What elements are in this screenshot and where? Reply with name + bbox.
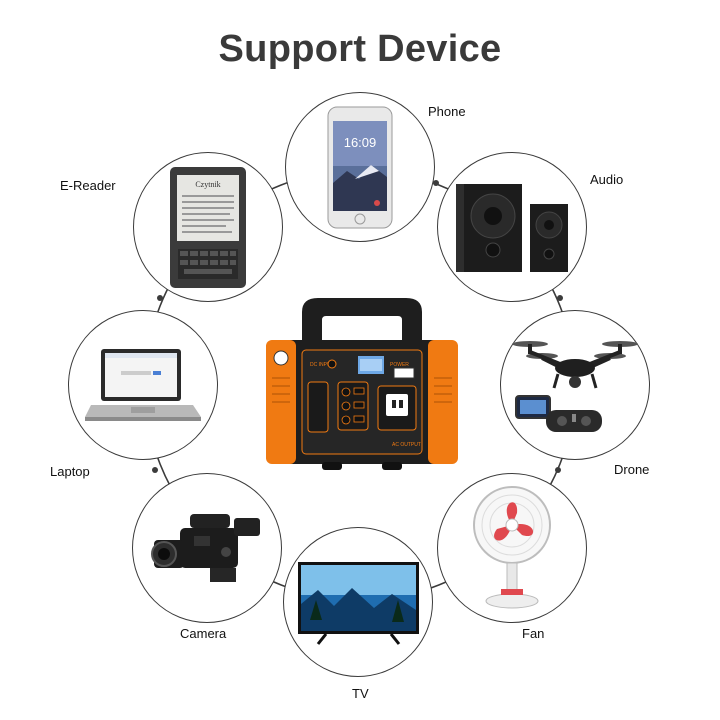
panel-label-dc-input: DC INPUT bbox=[310, 362, 334, 368]
power-station-icon: DC INPUT POWER AC OUTPUT bbox=[266, 298, 458, 470]
device-camera bbox=[132, 473, 282, 623]
label-laptop: Laptop bbox=[50, 464, 90, 479]
label-drone: Drone bbox=[614, 462, 650, 477]
device-audio bbox=[437, 152, 587, 302]
label-fan: Fan bbox=[522, 626, 545, 641]
device-laptop bbox=[68, 310, 218, 460]
label-phone: Phone bbox=[428, 104, 466, 119]
label-audio: Audio bbox=[590, 172, 624, 187]
fan-icon bbox=[473, 486, 551, 609]
label-camera: Camera bbox=[180, 626, 227, 641]
page-title: Support Device bbox=[218, 28, 502, 70]
device-fan bbox=[437, 473, 587, 623]
ereader-icon: Czytnik bbox=[170, 166, 246, 288]
speakers-icon bbox=[456, 183, 568, 272]
drone-icon bbox=[512, 341, 638, 432]
panel-label-ac-output: AC OUTPUT bbox=[392, 442, 421, 448]
panel-label-power: POWER bbox=[390, 362, 409, 368]
phone-icon: 16:09 bbox=[327, 106, 393, 228]
device-ereader: Czytnik bbox=[133, 152, 283, 302]
label-tv: TV bbox=[352, 686, 369, 701]
device-phone: 16:09 bbox=[285, 92, 435, 242]
ereader-screen-text: Czytnik bbox=[195, 180, 220, 189]
laptop-icon bbox=[85, 349, 201, 421]
label-ereader: E-Reader bbox=[60, 178, 116, 193]
tv-icon bbox=[297, 561, 419, 645]
phone-screen-time: 16:09 bbox=[344, 135, 377, 150]
camera-icon bbox=[150, 513, 260, 582]
device-tv bbox=[283, 527, 433, 677]
device-drone bbox=[500, 310, 650, 460]
